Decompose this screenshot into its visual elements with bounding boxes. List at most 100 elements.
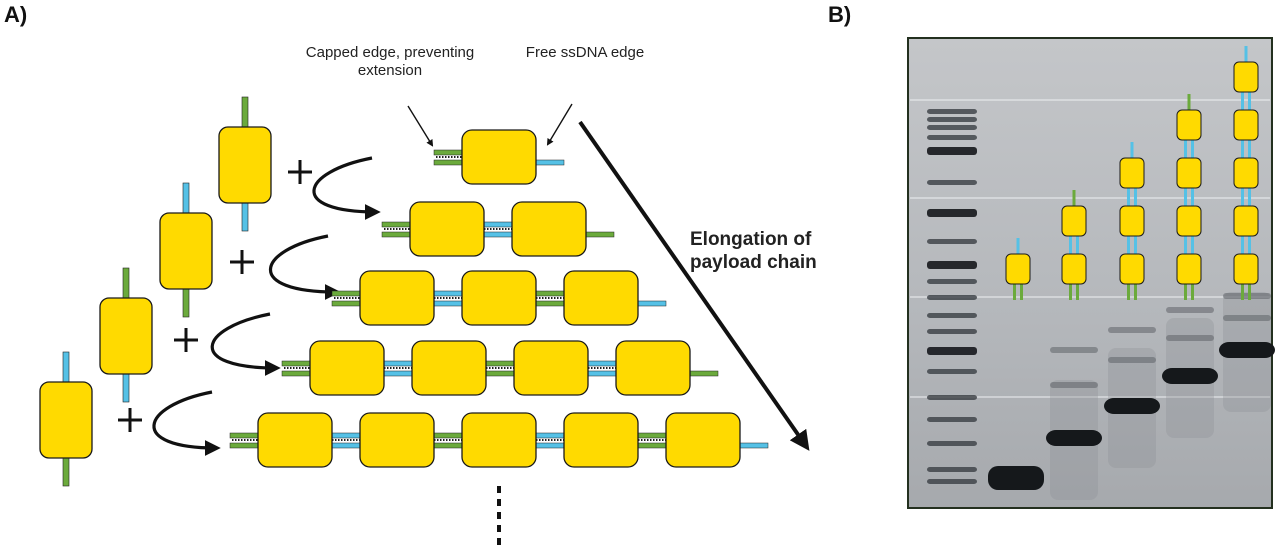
schematic-payload: [1233, 157, 1259, 189]
schematic-strand: [1076, 284, 1079, 300]
linker-strand: [381, 360, 415, 367]
schematic-payload: [1061, 205, 1087, 237]
strand-green: [381, 231, 413, 238]
ladder-band: [927, 261, 977, 269]
ladder-band: [927, 135, 977, 140]
linker-strand: [431, 290, 465, 297]
main-band: [1046, 430, 1102, 446]
payload-block: [309, 340, 385, 396]
schematic-strand: [1130, 142, 1134, 158]
schematic-strand: [1248, 284, 1251, 300]
linker-strand: [533, 442, 567, 449]
ladder-band: [927, 441, 977, 446]
main-band: [1219, 342, 1275, 358]
payload-block: [563, 270, 639, 326]
linker-strand: [431, 442, 465, 449]
payload-block: [99, 297, 153, 375]
main-band: [988, 466, 1044, 490]
payload-block: [563, 412, 639, 468]
capped-edge-pointer: [407, 105, 434, 147]
schematic-strand: [1134, 236, 1137, 254]
schematic-strand: [1241, 236, 1244, 254]
strand-green: [433, 149, 465, 156]
plus-icon: [118, 408, 142, 432]
schematic-strand: [1072, 190, 1076, 206]
payload-block: [513, 340, 589, 396]
payload-block: [461, 412, 537, 468]
linker-strand: [533, 300, 567, 307]
strand-top: [122, 267, 130, 301]
free-edge-pointer: [546, 103, 573, 146]
linker-strand: [585, 370, 619, 377]
ladder-band: [927, 395, 977, 400]
strand-top: [62, 351, 70, 385]
schematic-strand: [1191, 236, 1194, 254]
payload-block: [409, 201, 485, 257]
schematic-payload: [1233, 61, 1259, 93]
schematic-payload: [1233, 205, 1259, 237]
strand-bottom: [122, 371, 130, 403]
schematic-strand: [1013, 284, 1016, 300]
schematic-strand: [1127, 284, 1130, 300]
schematic-strand: [1076, 236, 1079, 254]
free-overhang: [687, 370, 719, 377]
schematic-strand: [1187, 94, 1191, 110]
schematic-strand: [1191, 188, 1194, 206]
plus-icon: [288, 160, 312, 184]
ladder-band: [927, 417, 977, 422]
schematic-strand: [1016, 238, 1020, 254]
schematic-strand: [1184, 188, 1187, 206]
payload-block: [665, 412, 741, 468]
schematic-strand: [1127, 236, 1130, 254]
free-overhang: [533, 159, 565, 166]
faint-band: [1050, 347, 1098, 353]
ladder-band: [927, 313, 977, 318]
curved-arrow-icon: [210, 312, 281, 376]
curved-arrow-icon: [269, 234, 341, 300]
capped-edge-annotation: Capped edge, preventing extension: [305, 44, 475, 79]
payload-block: [257, 412, 333, 468]
schematic-strand: [1241, 92, 1244, 110]
payload-block: [159, 212, 213, 290]
linker-strand: [481, 231, 515, 238]
linker-strand: [329, 442, 363, 449]
payload-block: [615, 340, 691, 396]
strand-green: [229, 442, 261, 449]
schematic-strand: [1244, 46, 1248, 62]
faint-band: [1166, 307, 1214, 313]
schematic-strand: [1184, 236, 1187, 254]
schematic-strand: [1069, 284, 1072, 300]
plus-icon: [174, 328, 198, 352]
faint-band: [1223, 315, 1271, 321]
ladder-band: [927, 467, 977, 472]
payload-block: [511, 201, 587, 257]
linker-strand: [533, 432, 567, 439]
ladder-band: [927, 295, 977, 300]
schematic-payload: [1061, 253, 1087, 285]
gel-image: [907, 37, 1273, 509]
ladder-band: [927, 279, 977, 284]
faint-band: [1050, 382, 1098, 388]
linker-strand: [483, 360, 517, 367]
schematic-payload: [1119, 157, 1145, 189]
elongation-arrow-icon: [578, 120, 810, 451]
schematic-strand: [1191, 140, 1194, 158]
payload-block: [461, 129, 537, 185]
linker-strand: [635, 442, 669, 449]
schematic-strand: [1248, 236, 1251, 254]
ladder-band: [927, 125, 977, 130]
payload-block: [39, 381, 93, 459]
strand-bottom: [182, 286, 190, 318]
schematic-strand: [1069, 236, 1072, 254]
ladder-band: [927, 209, 977, 217]
linker-strand: [431, 432, 465, 439]
free-overhang: [737, 442, 769, 449]
curved-arrow-icon: [152, 390, 221, 456]
faint-band: [1108, 327, 1156, 333]
ladder-band: [927, 239, 977, 244]
ladder-band: [927, 329, 977, 334]
schematic-strand: [1134, 284, 1137, 300]
payload-block: [359, 412, 435, 468]
payload-block: [461, 270, 537, 326]
strand-top: [241, 96, 249, 130]
